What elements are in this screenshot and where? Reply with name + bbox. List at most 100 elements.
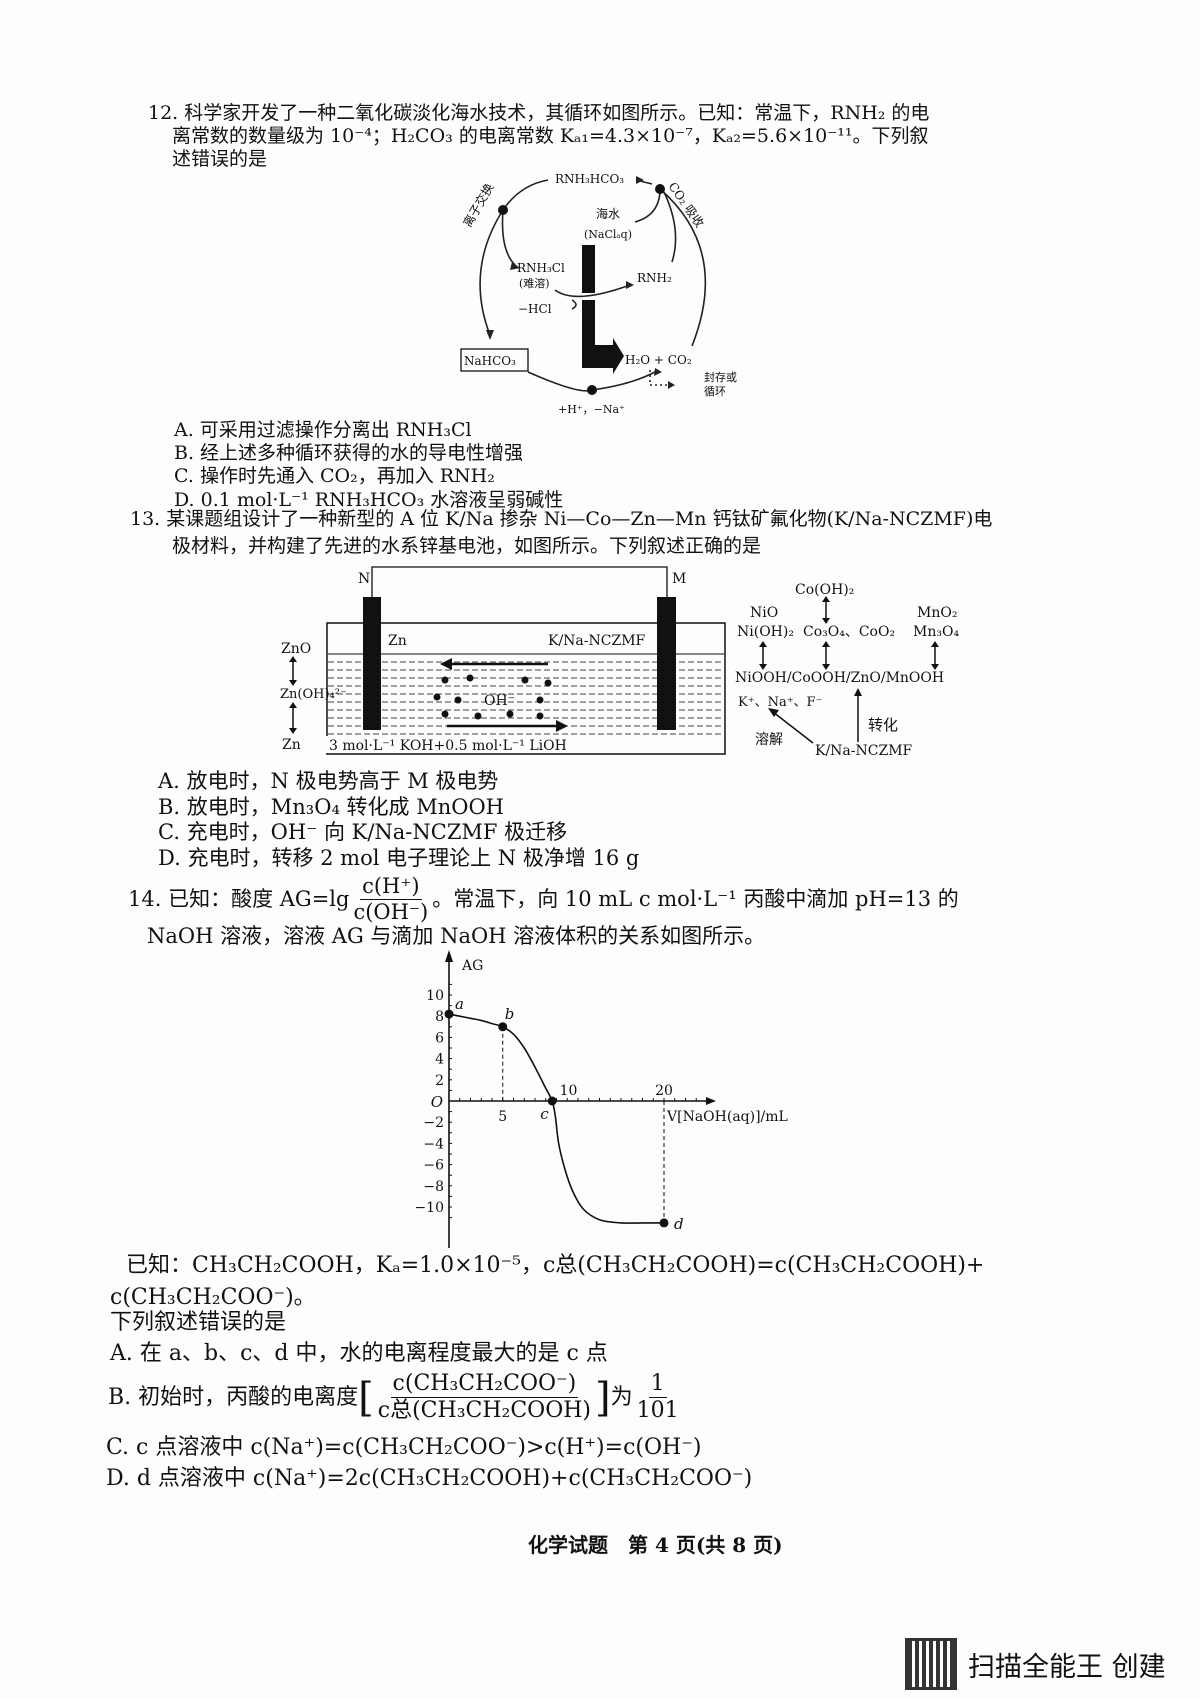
q14-option-d: D. d 点溶液中 c(Na⁺)=2c(CH₃CH₂COOH)+c(CH₃CH₂… — [106, 1466, 753, 1491]
label-rnh2: RNH₂ — [637, 271, 672, 285]
label-rnh3hco3: RNH₃HCO₃ — [555, 172, 624, 186]
q13-option-b: B. 放电时，Mn₃O₄ 转化成 MnOOH — [158, 795, 504, 819]
qr-code-icon — [905, 1638, 957, 1690]
label-znoh4: Zn(OH)₄²⁻ — [280, 687, 347, 702]
node-bottom — [587, 385, 597, 395]
y-tick-label: 6 — [435, 1030, 444, 1046]
q12-option-c: C. 操作时先通入 CO₂，再加入 RNH₂ — [174, 465, 495, 487]
label-m: M — [672, 571, 686, 587]
bracket-left: [ — [358, 1374, 374, 1421]
label-n: N — [358, 571, 370, 587]
y-tick-label: −8 — [423, 1179, 444, 1195]
q12-cycle-diagram: RNH₃HCO₃ CO₂ 吸收 离子交换 海水 (NaClₐq) RNH₃Cl … — [460, 172, 737, 416]
ag-numerator: c(H⁺) — [360, 874, 422, 900]
q14-stem-line-2: NaOH 溶液，溶液 AG 与滴加 NaOH 溶液体积的关系如图所示。 — [147, 924, 766, 948]
label-h2o-co2: H₂O + CO₂ — [625, 353, 692, 367]
label-co2-absorb: CO₂ 吸收 — [666, 180, 707, 230]
x-tick-label: 10 — [560, 1083, 578, 1099]
x-tick-label: 5 — [498, 1109, 507, 1125]
point-label-a: a — [455, 995, 464, 1013]
origin-label: O — [431, 1093, 443, 1111]
q14-question: 下列叙述错误的是 — [110, 1310, 287, 1335]
q12-option-a: A. 可采用过滤操作分离出 RNH₃Cl — [174, 419, 472, 441]
q12-stem-line-2: 离常数的数量级为 10⁻⁴；H₂CO₃ 的电离常数 Kₐ₁=4.3×10⁻⁷，K… — [172, 125, 929, 147]
x-tick-label: 20 — [655, 1083, 673, 1099]
ion-arrows — [440, 658, 568, 732]
label-minus-hcl: −HCl — [518, 302, 552, 316]
label-ion-exchange: 离子交换 — [460, 180, 497, 229]
label-ions: K⁺、Na⁺、F⁻ — [738, 695, 822, 710]
q14-stem-line-1: 14. 已知：酸度 AG=lg c(H⁺) c(OH⁻) 。常温下，向 10 m… — [128, 876, 959, 923]
q14-option-c: C. c 点溶液中 c(Na⁺)=c(CH₃CH₂COO⁻)>c(H⁺)=c(O… — [106, 1435, 702, 1460]
electrode-m — [657, 597, 676, 730]
point-label-d: d — [674, 1215, 684, 1233]
seawater-flow-bar — [582, 245, 624, 374]
label-oh: OH⁻ — [484, 693, 515, 709]
q14-option-b: B. 初始时，丙酸的电离度 [ c(CH₃CH₂COO⁻) c总(CH₃CH₂C… — [108, 1373, 683, 1422]
arc-hcl — [571, 299, 577, 310]
arrowheads — [486, 176, 675, 389]
label-nio: NiO — [750, 605, 778, 621]
point-label-b: b — [505, 1005, 515, 1023]
q13-stem-line-1: 13. 某课题组设计了一种新型的 A 位 K/Na 掺杂 Ni—Co—Zn—Mn… — [130, 508, 993, 530]
y-axis-arrow — [445, 950, 453, 962]
arc-left — [479, 209, 504, 336]
arc-top-left — [502, 179, 549, 211]
scanner-watermark: 扫描全能王 创建 — [968, 1652, 1166, 1683]
node-co2 — [655, 184, 665, 194]
q13-option-c: C. 充电时，OH⁻ 向 K/Na-NCZMF 极迁移 — [158, 820, 568, 844]
option-b-prefix: B. 初始时，丙酸的电离度 — [108, 1384, 359, 1410]
q14-stem-b: 。常温下，向 10 mL c mol·L⁻¹ 丙酸中滴加 pH=13 的 — [432, 887, 959, 911]
y-tick-label: −6 — [423, 1158, 444, 1174]
label-nioh2: Ni(OH)₂ — [737, 624, 794, 640]
q12-option-b: B. 经上述多种循环获得的水的导电性增强 — [174, 442, 524, 464]
label-zn-electrode: Zn — [388, 633, 407, 649]
point-label-c: c — [540, 1105, 549, 1123]
point-d — [659, 1218, 669, 1228]
x-axis-arrow — [706, 1097, 716, 1105]
label-insoluble: (难溶) — [519, 276, 550, 290]
point-c — [547, 1096, 557, 1106]
left-double-arrows — [289, 656, 297, 734]
scheme-arrows — [759, 596, 939, 744]
label-mno2: MnO₂ — [917, 605, 957, 621]
q14-stem-a: 14. 已知：酸度 AG=lg — [128, 887, 350, 911]
q14-given-line-1: 已知：CH₃CH₂COOH，Kₐ=1.0×10⁻⁵，c总(CH₃CH₂COOH)… — [126, 1253, 985, 1278]
y-axis-label: AG — [461, 958, 483, 974]
value-denominator: 101 — [636, 1398, 679, 1423]
label-store: 封存或 — [704, 370, 737, 384]
store-dotted — [649, 370, 668, 386]
arc-inner-left — [501, 209, 516, 266]
q13-stem-line-2: 极材料，并构建了先进的水系锌基电池，如图所示。下列叙述正确的是 — [172, 535, 762, 557]
electrode-n — [363, 597, 381, 730]
label-nahco3: NaHCO₃ — [464, 354, 516, 368]
label-oxyhydroxides: NiOOH/CoOOH/ZnO/MnOOH — [735, 670, 944, 686]
label-mn3o4: Mn₃O₄ — [913, 624, 959, 640]
q14-option-a: A. 在 a、b、c、d 中，水的电离程度最大的是 c 点 — [110, 1341, 608, 1366]
oh-dots — [433, 674, 552, 720]
label-cathode: K/Na-NCZMF — [548, 633, 646, 649]
label-cooh2: Co(OH)₂ — [795, 582, 854, 598]
node-ion-exchange — [498, 205, 508, 215]
ionization-degree-fraction: c(CH₃CH₂COO⁻) c总(CH₃CH₂COOH) — [378, 1373, 591, 1422]
ag-denominator: c(OH⁻) — [353, 900, 429, 924]
option-b-mid: 为 — [610, 1384, 633, 1410]
label-dissolve: 溶解 — [755, 732, 783, 748]
label-co-oxides: Co₃O₄、CoO₂ — [803, 624, 895, 640]
x-axis-label: V[NaOH(aq)]/mL — [666, 1109, 788, 1125]
y-tick-label: −4 — [423, 1136, 444, 1152]
ionization-value: 1 101 — [637, 1373, 679, 1422]
value-numerator: 1 — [648, 1371, 667, 1398]
label-h-na: +H⁺，−Na⁺ — [558, 403, 625, 416]
label-cycle: 循环 — [704, 385, 726, 398]
y-tick-label: −2 — [423, 1115, 444, 1131]
label-source: K/Na-NCZMF — [815, 743, 913, 759]
ionization-denominator: c总(CH₃CH₂COOH) — [377, 1398, 592, 1423]
q12-option-d: D. 0.1 mol·L⁻¹ RNH₃HCO₃ 水溶液呈弱碱性 — [174, 489, 564, 511]
external-wire — [371, 566, 668, 597]
y-tick-label: 4 — [435, 1052, 444, 1068]
arc-rnh2-co2 — [663, 191, 677, 263]
page-footer: 化学试题 第 4 页(共 8 页) — [528, 1533, 783, 1557]
label-electrolyte: 3 mol·L⁻¹ KOH+0.5 mol·L⁻¹ LiOH — [329, 738, 567, 754]
arc-rnh3cl-rnh2 — [554, 284, 631, 298]
